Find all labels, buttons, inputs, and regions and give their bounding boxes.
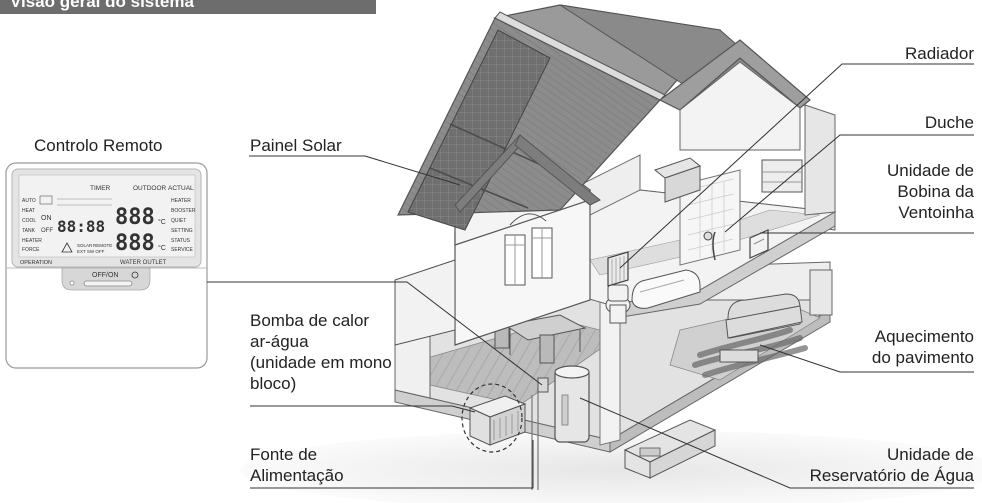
remote-unit-top: °C xyxy=(158,218,166,226)
remote-off-label: OFF xyxy=(41,228,53,234)
house-illustration xyxy=(394,4,837,490)
remote-heater-right-label: HEATER xyxy=(171,198,191,204)
remote-tank-label: TANK xyxy=(22,228,36,234)
remote-heat-label: HEAT xyxy=(22,208,35,214)
highlight-circle xyxy=(461,383,523,453)
fan-coil-label-line: Unidade de xyxy=(887,161,974,180)
remote-cool-label: COOL xyxy=(22,218,36,224)
remote-offon-label: OFF/ON xyxy=(92,272,118,279)
remote-operation-label: OPERATION xyxy=(20,260,52,266)
warning-icon xyxy=(61,242,73,253)
radiator-label: Radiador xyxy=(905,44,974,63)
remote-heater-label: HEATER xyxy=(22,238,42,244)
remote-on-label: ON xyxy=(41,215,52,222)
remote-solar-label: SOLAR xyxy=(77,243,93,248)
power-supply-label: Fonte de Alimentação xyxy=(250,444,344,486)
power-supply-label-line: Alimentação xyxy=(250,466,344,485)
leader-lines xyxy=(207,63,974,489)
remote-time-digits: 88:88 xyxy=(57,217,105,236)
remote-timer-label: TIMER xyxy=(90,185,111,192)
remote-auto-label: AUTO xyxy=(22,198,36,204)
ground-shadow xyxy=(240,430,982,503)
remote-water-outlet-label: WATER OUTLET xyxy=(120,260,167,266)
water-tank-label-line: Unidade de xyxy=(887,445,974,464)
remote-controller: TIMER OUTDOOR ACTUAL AUTO HEAT COOL TANK… xyxy=(5,162,208,369)
status-led xyxy=(69,280,75,286)
remote-extsw-label: EXT SW OFF xyxy=(77,249,105,254)
solar-panel-label: Painel Solar xyxy=(250,136,342,155)
heat-pump-label: Bomba de calor ar-água (unidade em mono … xyxy=(250,310,392,394)
remote-setting-label: SETTING xyxy=(171,228,193,234)
remote-water-digits: 888 xyxy=(115,231,155,256)
shower-label: Duche xyxy=(924,113,974,132)
section-header: Visão geral do sistema xyxy=(0,0,376,14)
heat-pump-label-line: ar-água xyxy=(250,332,309,351)
remote-quiet-label: QUIET xyxy=(171,218,186,224)
power-icon xyxy=(131,271,139,279)
floor-heating-label-line: do pavimento xyxy=(871,348,974,367)
remote-status-label: STATUS xyxy=(171,238,191,244)
heat-pump-unit xyxy=(468,395,527,446)
offon-button[interactable] xyxy=(83,280,133,287)
floor-heating-label-line: Aquecimento xyxy=(874,327,974,346)
radiator xyxy=(607,251,629,287)
water-tank xyxy=(554,365,590,443)
fan-coil-label-line: Ventoinha xyxy=(898,203,974,222)
remote-booster-label: BOOSTER xyxy=(171,208,196,214)
fan-coil-label-line: Bobina da xyxy=(897,182,974,201)
remote-controller-label: Controlo Remoto xyxy=(34,136,163,155)
remote-force-label: FORCE xyxy=(22,247,40,253)
remote-outdoor-label: OUTDOOR xyxy=(133,185,167,192)
remote-outdoor-digits: 888 xyxy=(115,205,155,230)
heat-pump-label-line: Bomba de calor xyxy=(250,311,370,330)
heat-pump-label-line: bloco) xyxy=(250,374,297,393)
fan-coil-label: Unidade de Bobina da Ventoinha xyxy=(887,160,974,223)
remote-service-label: SERVICE xyxy=(171,247,194,253)
remote-remote-label: REMOTE xyxy=(93,243,112,248)
water-tank-label-line: Reservatório de Água xyxy=(809,466,974,485)
heat-pump-label-line: (unidade em mono xyxy=(250,353,392,372)
floor-heating-label: Aquecimento do pavimento xyxy=(872,326,974,368)
section-title: Visão geral do sistema xyxy=(10,0,194,11)
remote-actual-label: ACTUAL xyxy=(168,185,194,192)
remote-unit-bottom: °C xyxy=(158,244,166,252)
water-tank-label: Unidade de Reservatório de Água xyxy=(810,444,974,486)
power-supply-label-line: Fonte de xyxy=(250,445,318,464)
